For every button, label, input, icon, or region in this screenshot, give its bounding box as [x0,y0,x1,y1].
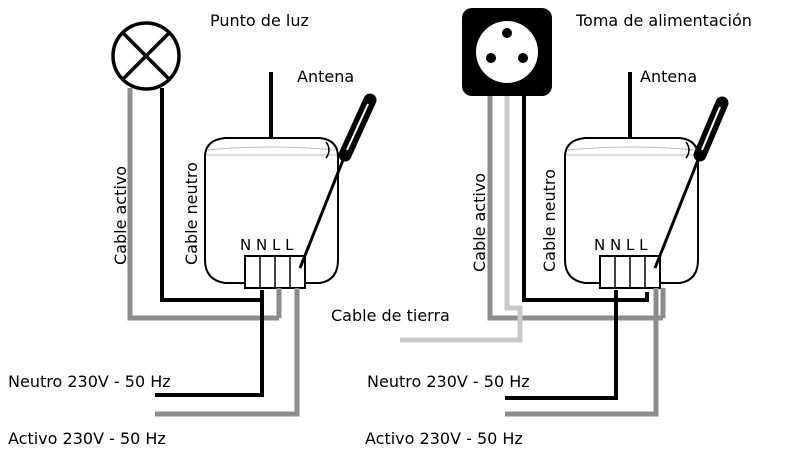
light-bulb-cross-icon [111,21,181,91]
right-diagram: N N L L Toma de alimentación Antena Cabl… [331,8,752,448]
supply-neutral-wire [155,290,264,397]
right-antenna-label: Antena [640,67,697,86]
power-socket-icon [462,8,552,96]
terminal-labels: N N L L [594,236,648,254]
screwdriver-icon [653,96,729,269]
left-supply-neutral: Neutro 230V - 50 Hz [8,372,171,391]
terminal-labels: N N L L [240,236,294,254]
live-wire-socket [487,96,663,321]
earth-wire-socket [400,96,523,343]
left-antenna-label: Antena [297,67,354,86]
right-earth-label: Cable de tierra [331,306,450,325]
left-live-label: Cable activo [111,166,130,265]
live-wire-lamp [127,88,279,321]
supply-live-wire [155,288,300,417]
left-neutral-label: Cable neutro [182,162,201,265]
right-supply-neutral: Neutro 230V - 50 Hz [367,372,530,391]
terminal-block [244,255,306,289]
terminal-block [599,255,661,289]
device-body [204,137,339,284]
right-title: Toma de alimentación [575,11,752,30]
left-supply-live: Activo 230V - 50 Hz [8,429,166,448]
neutral-wire-socket [522,96,649,302]
left-title: Punto de luz [210,11,309,30]
right-neutral-label: Cable neutro [540,169,559,272]
right-live-label: Cable activo [470,173,489,272]
supply-neutral-wire [505,290,618,400]
left-diagram: N N L L Punto de luz Antena Cable activo… [8,11,377,448]
right-supply-live: Activo 230V - 50 Hz [365,429,523,448]
supply-live-wire [505,288,659,417]
screwdriver-icon [298,93,377,269]
